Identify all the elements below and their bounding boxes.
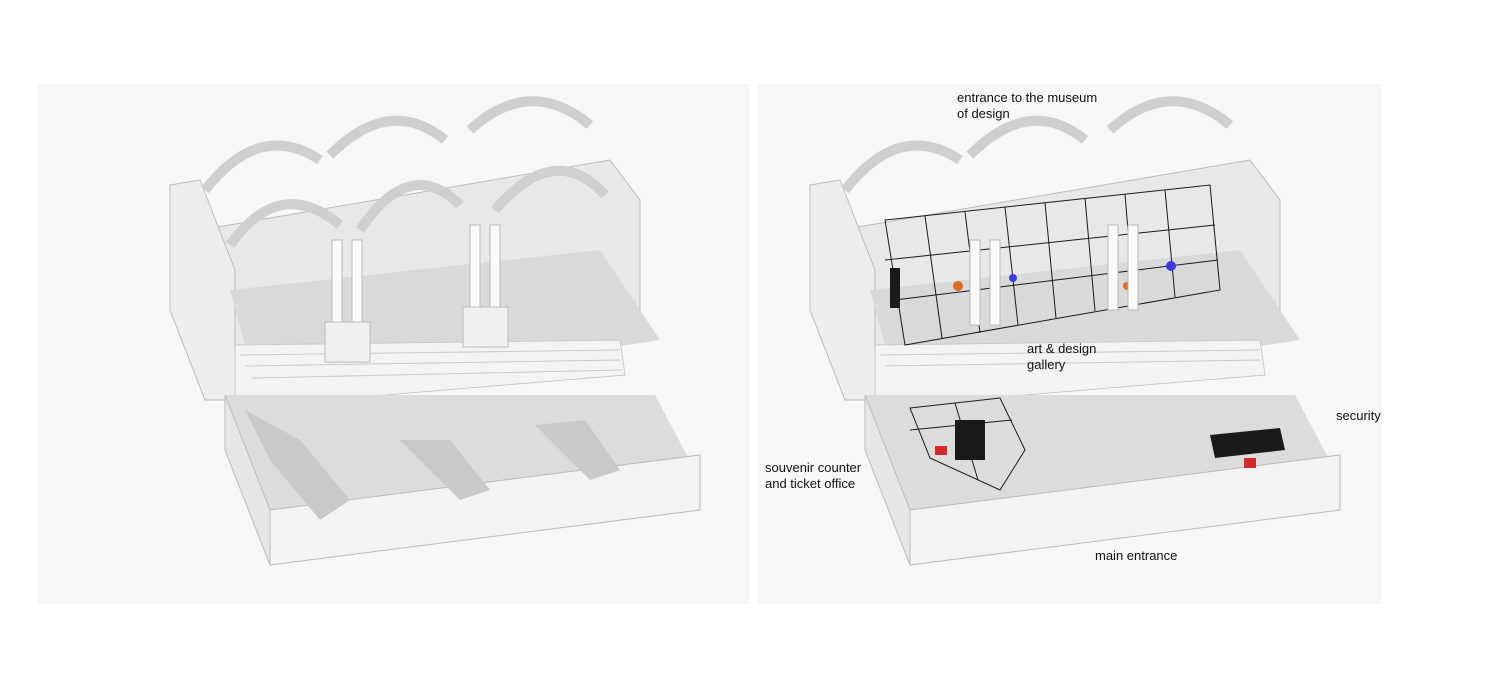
label-line: souvenir counter (765, 460, 862, 475)
column (989, 239, 1001, 326)
display-object (1166, 261, 1176, 271)
label-security: security (1336, 408, 1381, 424)
stair-shadow (535, 420, 620, 480)
left-front-wall (224, 394, 271, 566)
arch (326, 115, 449, 159)
display-panel (890, 268, 900, 308)
label-gallery: art & design gallery (1027, 341, 1096, 373)
arch (491, 165, 609, 214)
label-main-entrance: main entrance (1095, 548, 1177, 564)
arch (201, 140, 323, 194)
stair-shadow (400, 440, 490, 500)
arch (966, 115, 1089, 159)
proposed-building (809, 96, 1341, 566)
display-object (1009, 274, 1017, 282)
counter-block (955, 420, 985, 460)
chair (935, 446, 947, 455)
label-line: entrance to the museum (957, 90, 1098, 105)
column (1107, 224, 1119, 311)
column-base (324, 321, 371, 363)
display-object (953, 281, 963, 291)
label-line: main entrance (1095, 548, 1178, 563)
label-souvenir-counter: souvenir counter and ticket office (765, 460, 861, 492)
steps (874, 339, 1266, 406)
label-line: and ticket office (765, 476, 856, 491)
column (969, 239, 981, 326)
arch (466, 96, 594, 134)
arch (225, 199, 344, 248)
chair (1244, 458, 1256, 468)
label-line: art & design (1027, 341, 1097, 356)
arch (355, 180, 464, 233)
label-line: of design (957, 106, 1010, 121)
existing-building (169, 96, 701, 566)
stair-shadow (245, 410, 350, 520)
label-line: security (1336, 408, 1381, 423)
left-wall (809, 179, 876, 401)
arch (841, 140, 963, 194)
left-front-wall (864, 394, 911, 566)
column-base (462, 306, 509, 348)
arch (1106, 96, 1234, 134)
label-line: gallery (1027, 357, 1066, 372)
column (1127, 224, 1139, 311)
security-desk (1210, 428, 1285, 458)
label-museum-entrance: entrance to the museum of design (957, 90, 1097, 122)
